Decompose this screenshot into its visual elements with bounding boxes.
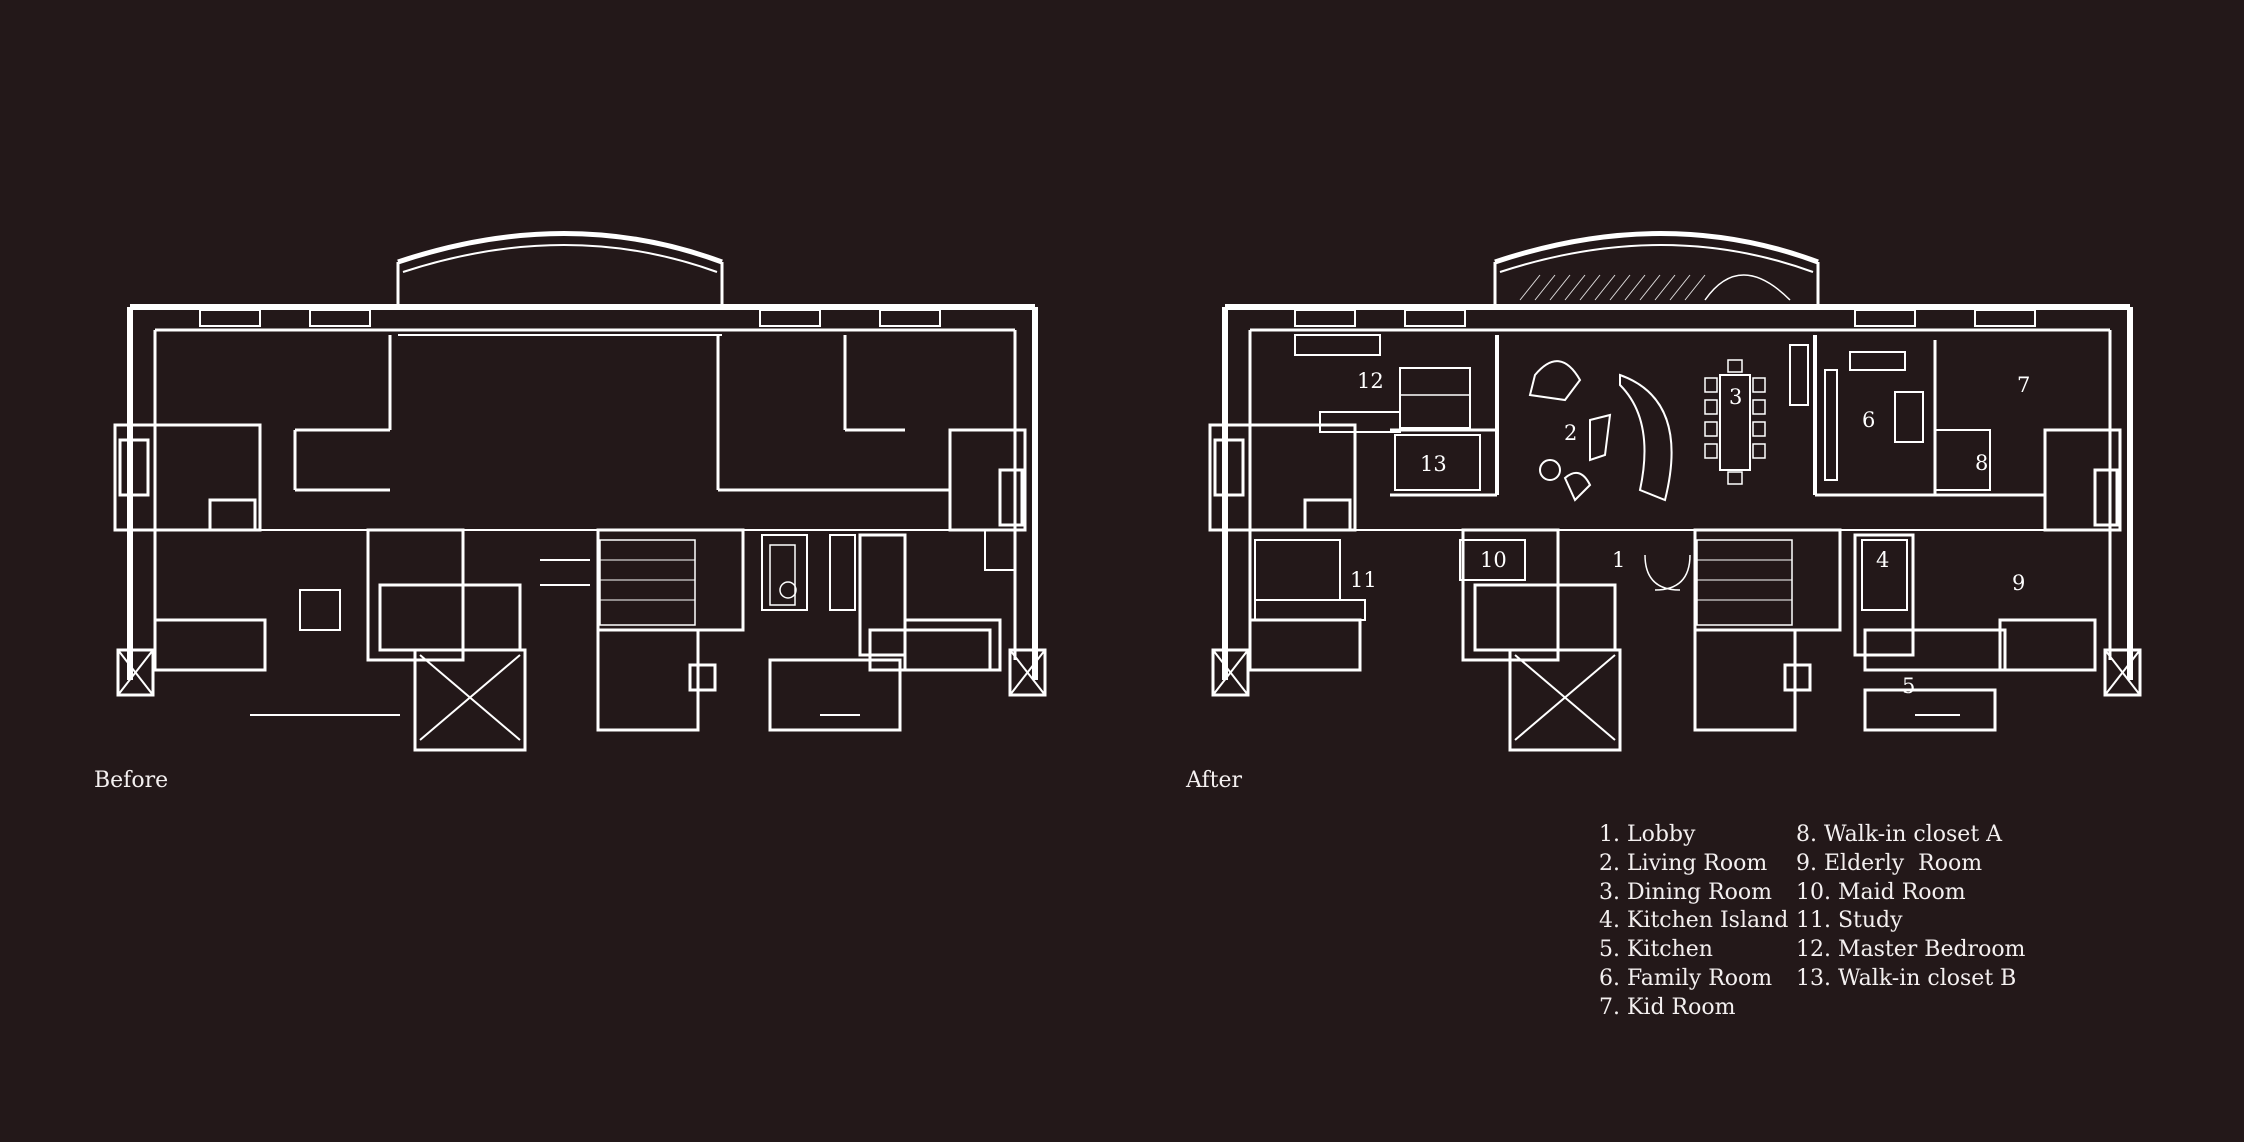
room-number-11: 11 bbox=[1350, 568, 1377, 592]
room-number-13: 13 bbox=[1420, 452, 1447, 476]
room-number-8: 8 bbox=[1975, 451, 1988, 475]
before-caption: Before bbox=[94, 768, 169, 793]
legend-column-1: 1. Lobby 2. Living Room 3. Dining Room 4… bbox=[1599, 821, 1788, 1023]
room-number-12: 12 bbox=[1357, 369, 1384, 393]
room-number-3: 3 bbox=[1729, 385, 1742, 409]
room-number-9: 9 bbox=[2012, 571, 2025, 595]
legend-item: 2. Living Room bbox=[1599, 850, 1768, 876]
room-number-7: 7 bbox=[2017, 373, 2030, 397]
legend-item: 8. Walk-in closet A bbox=[1796, 822, 2003, 847]
room-number-10: 10 bbox=[1480, 548, 1507, 572]
room-number-6: 6 bbox=[1862, 408, 1875, 432]
legend-item: 9. Elderly Room bbox=[1796, 850, 1983, 876]
legend-item: 1. Lobby bbox=[1599, 822, 1696, 847]
room-number-2: 2 bbox=[1564, 421, 1577, 445]
legend-item: 6. Family Room bbox=[1599, 965, 1773, 991]
legend-item: 12. Master Bedroom bbox=[1796, 937, 2026, 963]
legend-item: 4. Kitchen Island bbox=[1599, 908, 1789, 934]
legend-item: 7. Kid Room bbox=[1599, 994, 1736, 1020]
room-number-1: 1 bbox=[1612, 548, 1625, 572]
legend-item: 3. Dining Room bbox=[1599, 879, 1773, 905]
legend-column-2: 8. Walk-in closet A 9. Elderly Room 10. … bbox=[1796, 821, 2025, 994]
legend-item: 10. Maid Room bbox=[1796, 879, 1966, 905]
room-number-4: 4 bbox=[1876, 548, 1889, 572]
room-number-5: 5 bbox=[1902, 674, 1915, 698]
after-caption: After bbox=[1186, 768, 1243, 793]
legend-item: 13. Walk-in closet B bbox=[1796, 965, 2017, 991]
legend-item: 11. Study bbox=[1796, 908, 1903, 934]
legend-item: 5. Kitchen bbox=[1599, 937, 1713, 963]
